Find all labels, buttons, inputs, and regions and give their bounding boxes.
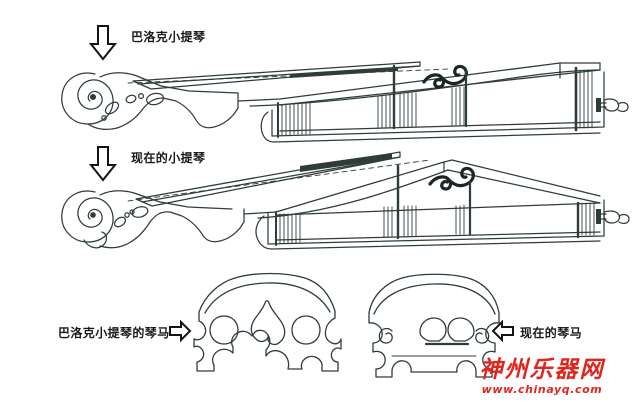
endpin-collar <box>596 209 601 224</box>
scroll-eye <box>89 93 97 101</box>
endpin-button <box>603 210 621 224</box>
belly-right-slope-inner <box>447 169 601 204</box>
belly-right-slope <box>451 159 601 197</box>
peg-hole-1 <box>113 216 127 228</box>
top-arch-inner <box>373 283 496 315</box>
peg-hole-2 <box>131 206 149 218</box>
baroque-bridge-drawing <box>193 272 342 372</box>
belly-arch-curve <box>257 169 449 219</box>
center-block-hatching <box>383 205 417 238</box>
right-eye-hole <box>291 315 321 345</box>
endpin-shaft <box>599 102 607 108</box>
pegbox-bottom-edge <box>87 97 239 130</box>
watermark-url: www.chinayq.com <box>481 383 603 396</box>
end-block-hatching <box>581 203 595 236</box>
belly-arch-curve <box>249 69 601 107</box>
end-block-hatching <box>579 69 593 129</box>
modern-bridge-label: 现在的琴马 <box>520 326 583 340</box>
lower-block-hatching <box>455 204 465 235</box>
upper-block-hatching <box>279 212 301 244</box>
fingerboard <box>132 61 421 90</box>
peg-hole-2 <box>125 94 137 104</box>
peg-pin-1 <box>101 115 107 121</box>
left-scroll-cutout <box>378 327 393 344</box>
pegbox-bottom-edge <box>99 211 245 249</box>
rib-outline <box>267 199 605 245</box>
peg-pin-2 <box>129 209 135 215</box>
f-hole <box>422 64 468 89</box>
watermark-brand: 神州乐器网 <box>479 356 605 383</box>
right-scroll-cutout <box>475 327 490 344</box>
f-hole <box>428 166 475 191</box>
fingerboard-lower-edge <box>137 65 421 85</box>
endpin-collar <box>596 98 601 112</box>
center-block-hatching <box>377 92 417 129</box>
belly-top-edge <box>237 62 601 102</box>
left-eye-hole <box>209 315 239 345</box>
arrow-left-icon-modern-bridge <box>491 320 514 342</box>
arrow-right-icon-baroque-bridge <box>169 320 192 342</box>
fingerboard-inlay <box>300 153 392 172</box>
endpin-shaft <box>599 213 607 220</box>
scroll-spiral <box>61 72 114 125</box>
rib-upper-line <box>275 202 601 216</box>
string-line <box>127 159 431 202</box>
modern-violin-drawing <box>61 151 630 250</box>
endpin-knob <box>618 213 630 225</box>
baroque-violin-label: 巴洛克小提琴 <box>131 30 206 44</box>
left-round-eye <box>419 317 447 342</box>
peg-hole-3 <box>145 92 165 106</box>
baroque-violin-drawing <box>61 61 629 143</box>
bottom-edge-overhang <box>260 111 601 143</box>
endpin-button <box>603 98 620 112</box>
scroll-eye <box>90 212 96 218</box>
heart-cutout <box>250 300 286 346</box>
baroque-bridge-outline <box>193 272 342 372</box>
scroll-spiral <box>61 190 114 243</box>
rib-outline <box>271 71 605 137</box>
scroll-throat-curl <box>83 231 108 249</box>
string-line <box>127 68 449 84</box>
peg-hole-1 <box>104 101 120 115</box>
rib-upper-line <box>279 69 601 106</box>
watermark: 神州乐器网 www.chinayq.com <box>452 358 632 395</box>
rib-lower-line <box>275 231 601 241</box>
pegbox-top-edge <box>99 72 239 94</box>
peg-pin-2 <box>137 92 145 100</box>
fingerboard-inlay <box>290 67 398 78</box>
right-round-eye <box>447 317 475 342</box>
baroque-bridge-label: 巴洛克小提琴的琴马 <box>58 326 170 340</box>
top-arch-inner <box>204 282 331 314</box>
modern-violin-label: 现在的小提琴 <box>131 151 206 165</box>
peg-pin-1 <box>124 212 130 218</box>
belly-top-edge <box>243 159 453 215</box>
lower-block-hatching <box>451 86 465 127</box>
arrow-down-icon-modern-violin <box>88 146 118 182</box>
arrow-down-icon-baroque-violin <box>88 25 118 61</box>
endpin-knob <box>617 101 629 113</box>
pegbox-top-edge <box>99 190 233 210</box>
bottom-edge-overhang <box>255 215 601 250</box>
upper-block-hatching <box>281 102 311 136</box>
rib-lower-line <box>279 121 601 132</box>
